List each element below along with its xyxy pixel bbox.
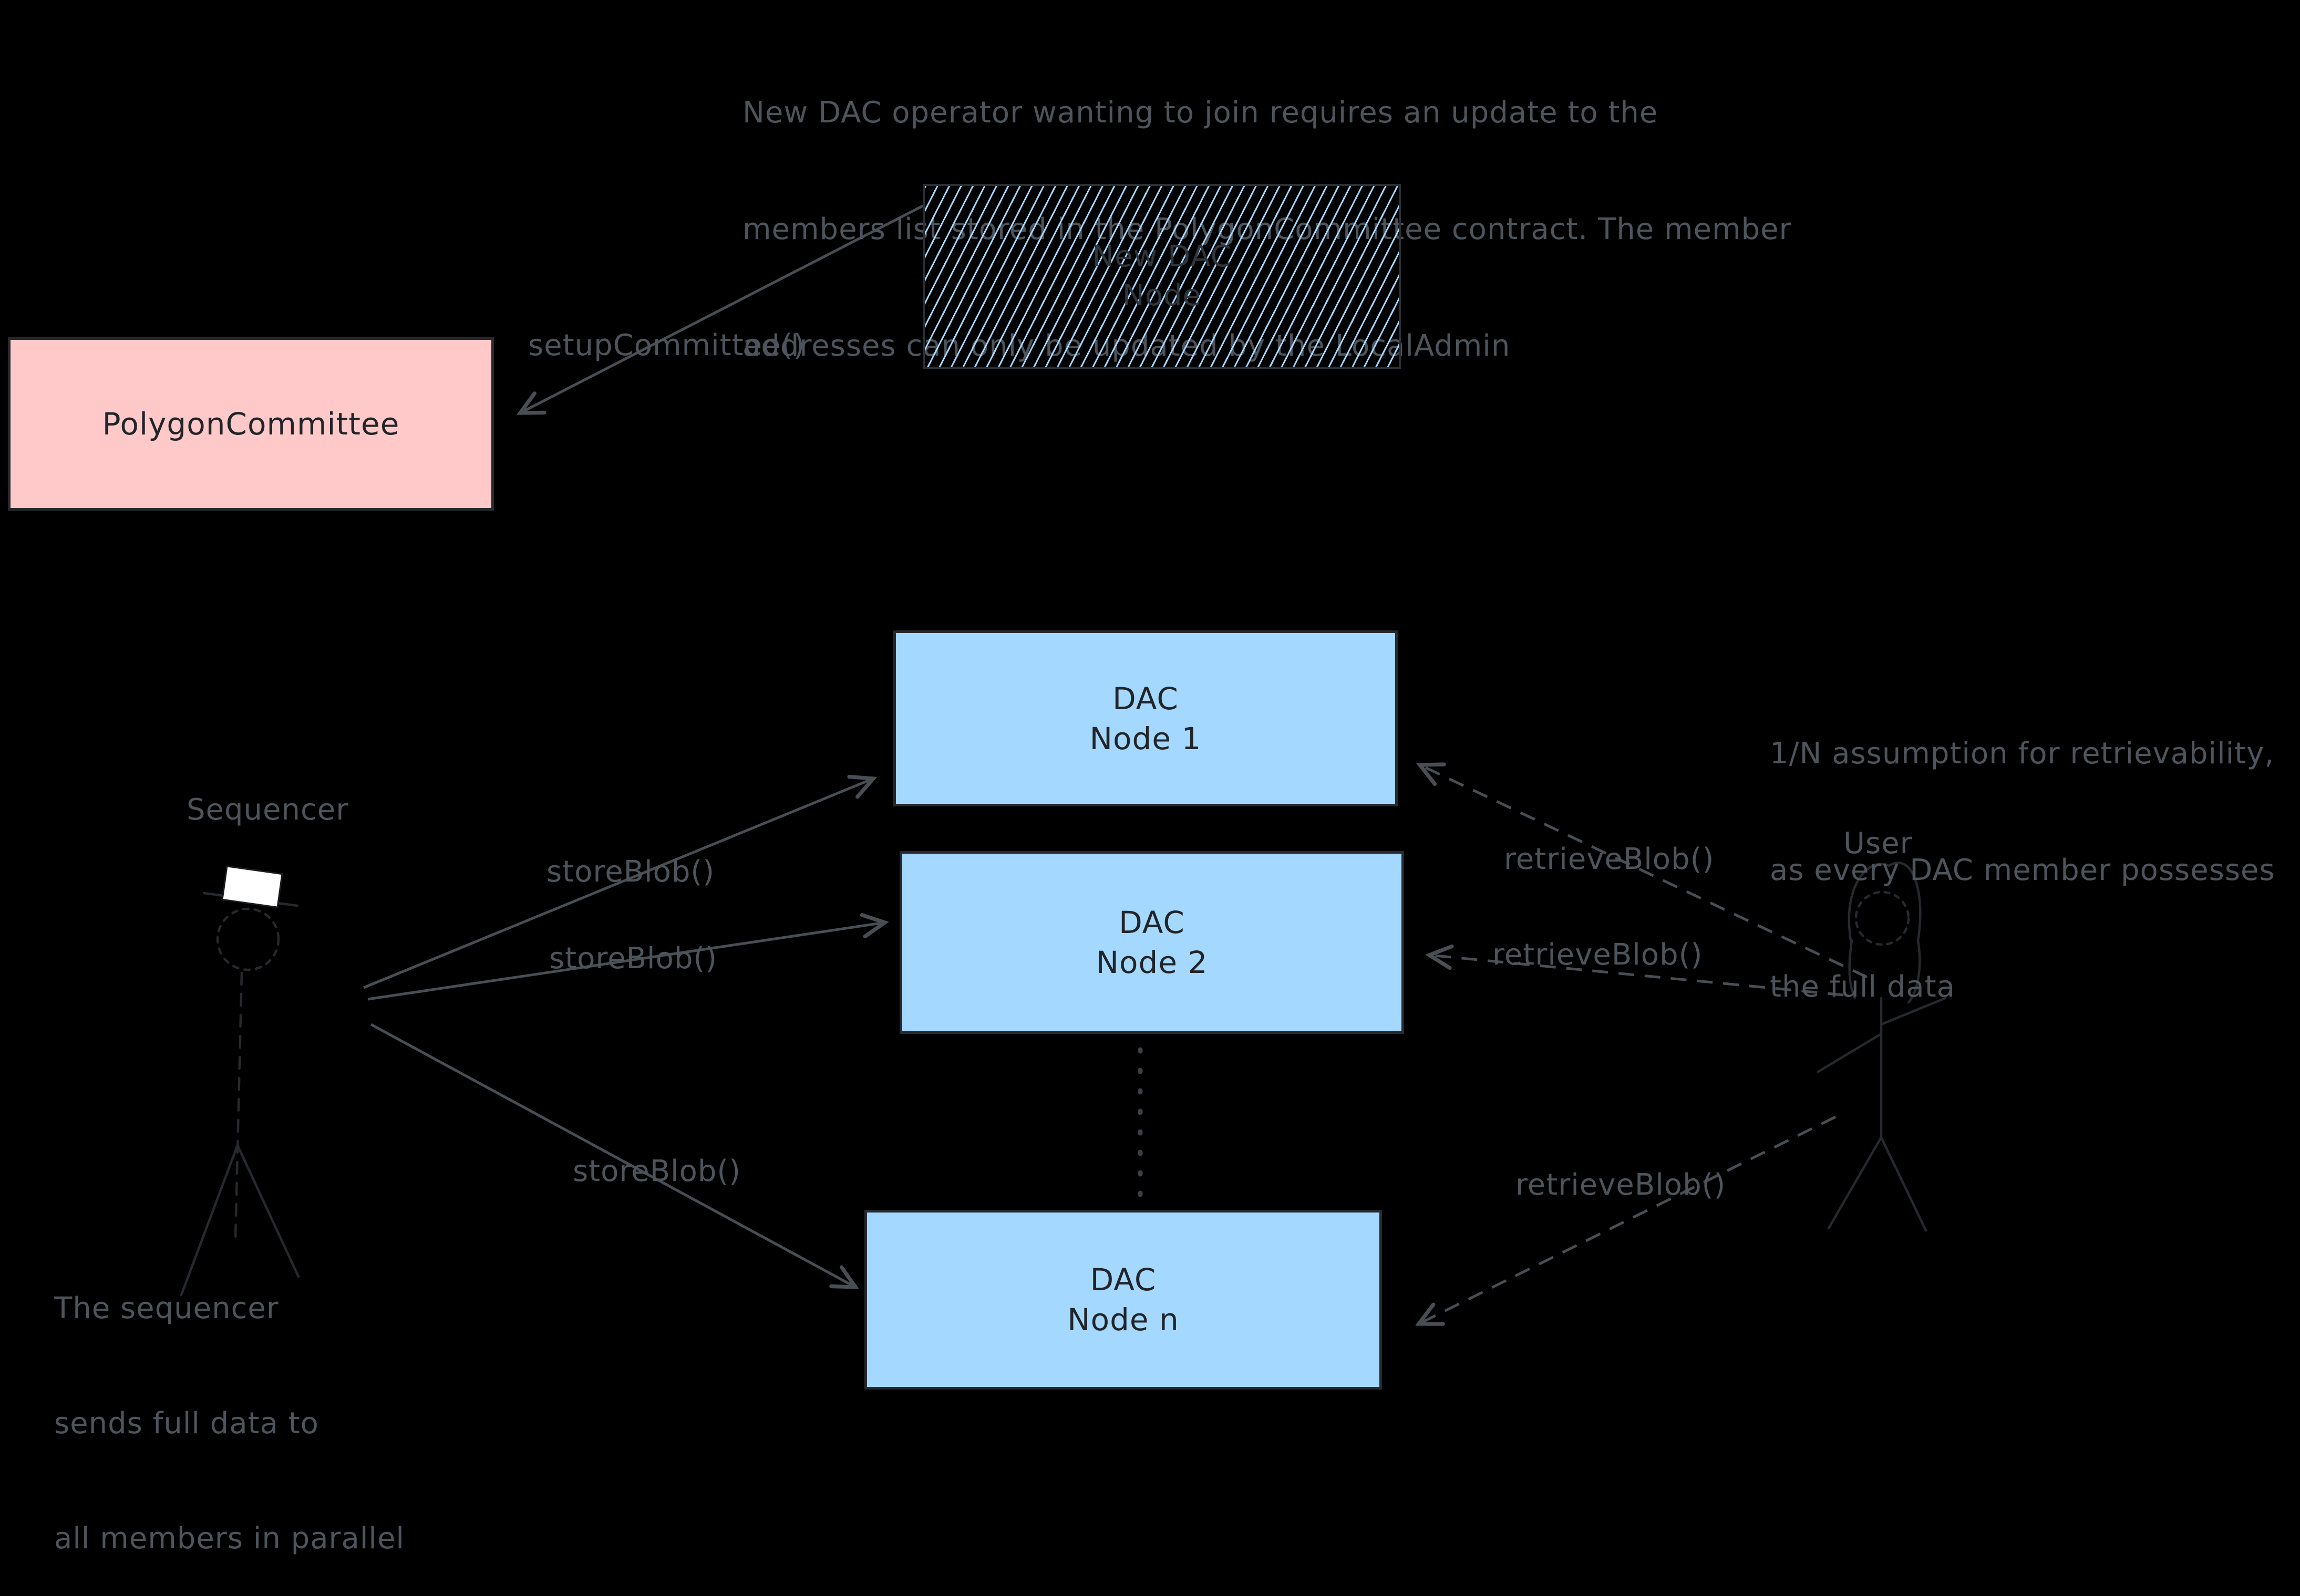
sequencer-body xyxy=(234,971,243,1241)
user-figure-icon xyxy=(1817,862,1947,1232)
store-blob-arrow-3 xyxy=(370,1023,855,1287)
polygon-committee-label: PolygonCommittee xyxy=(102,406,400,442)
user-hair-strand xyxy=(1848,939,1856,1000)
connector-layer xyxy=(180,204,1947,1401)
sequencer-leg-right xyxy=(236,1144,300,1278)
setup-committee-label: setupCommittee() xyxy=(528,328,806,362)
store-blob-label-3: storeBlob() xyxy=(573,1154,741,1188)
sequencer-note-line3: all members in parallel xyxy=(54,1521,405,1556)
retrievability-line1: 1/N assumption for retrievability, xyxy=(1770,737,2275,771)
user-label: User xyxy=(1843,826,1913,861)
new-dac-node-line2: Node xyxy=(1122,278,1202,313)
dac-node-n-box: DAC Node n xyxy=(864,1210,1382,1390)
retrieve-blob-arrow-1 xyxy=(1420,765,1868,979)
dac-node-2-line2: Node 2 xyxy=(1096,945,1208,980)
retrievability-line2: as every DAC member possesses xyxy=(1770,853,2275,887)
new-dac-node-box: New DAC Node xyxy=(923,184,1401,369)
user-hair xyxy=(1848,862,1922,1004)
dac-node-1-line1: DAC xyxy=(1112,680,1179,717)
retrieve-blob-label-3: retrieveBlob() xyxy=(1515,1168,1726,1202)
new-dac-node-line1: New DAC xyxy=(1092,240,1232,274)
retrieve-blob-label-1: retrieveBlob() xyxy=(1504,842,1715,876)
setup-committee-arrow xyxy=(520,204,924,413)
dac-node-1-box: DAC Node 1 xyxy=(893,630,1398,806)
sequencer-leg-left xyxy=(180,1144,239,1297)
sequencer-note-line1: The sequencer xyxy=(54,1291,279,1325)
store-blob-arrow-2 xyxy=(367,923,885,1001)
top-annotation-line1: New DAC operator wanting to join require… xyxy=(742,96,1658,130)
retrieve-blob-arrow-2 xyxy=(1429,955,1844,997)
diagram-canvas: { "notes": { "top": [ "New DAC operator … xyxy=(8,96,2275,1556)
store-blob-arrow-1 xyxy=(363,779,873,989)
sequencer-head xyxy=(216,907,280,971)
dac-node-n-line1: DAC xyxy=(1090,1262,1157,1298)
dac-node-2-box: DAC Node 2 xyxy=(900,851,1404,1034)
dac-node-n-line2: Node n xyxy=(1067,1302,1179,1338)
store-blob-label-2: storeBlob() xyxy=(549,941,718,976)
user-arm-left xyxy=(1817,1032,1883,1073)
retrieve-blob-arrow-3 xyxy=(1419,1115,1837,1324)
user-leg-left xyxy=(1827,1136,1883,1230)
sequencer-note-line2: sends full data to xyxy=(54,1406,319,1440)
retrieve-blob-label-2: retrieveBlob() xyxy=(1492,938,1703,972)
sequencer-figure-icon xyxy=(180,865,300,1297)
store-blob-label-1: storeBlob() xyxy=(546,855,715,889)
dac-node-2-line1: DAC xyxy=(1119,905,1185,940)
dac-node-1-line2: Node 1 xyxy=(1089,720,1202,756)
user-arm-right xyxy=(1880,997,1947,1026)
retrievability-line3: the full data xyxy=(1770,970,1955,1004)
sequencer-annotation: The sequencer sends full data to all mem… xyxy=(54,1212,405,1596)
sequencer-label: Sequencer xyxy=(187,793,349,827)
user-head xyxy=(1854,890,1910,946)
user-leg-right xyxy=(1880,1136,1927,1232)
polygon-committee-box: PolygonCommittee xyxy=(8,337,494,511)
laptop-screen-icon xyxy=(221,865,283,908)
retrievability-annotation: 1/N assumption for retrievability, as ev… xyxy=(1770,657,2275,1045)
